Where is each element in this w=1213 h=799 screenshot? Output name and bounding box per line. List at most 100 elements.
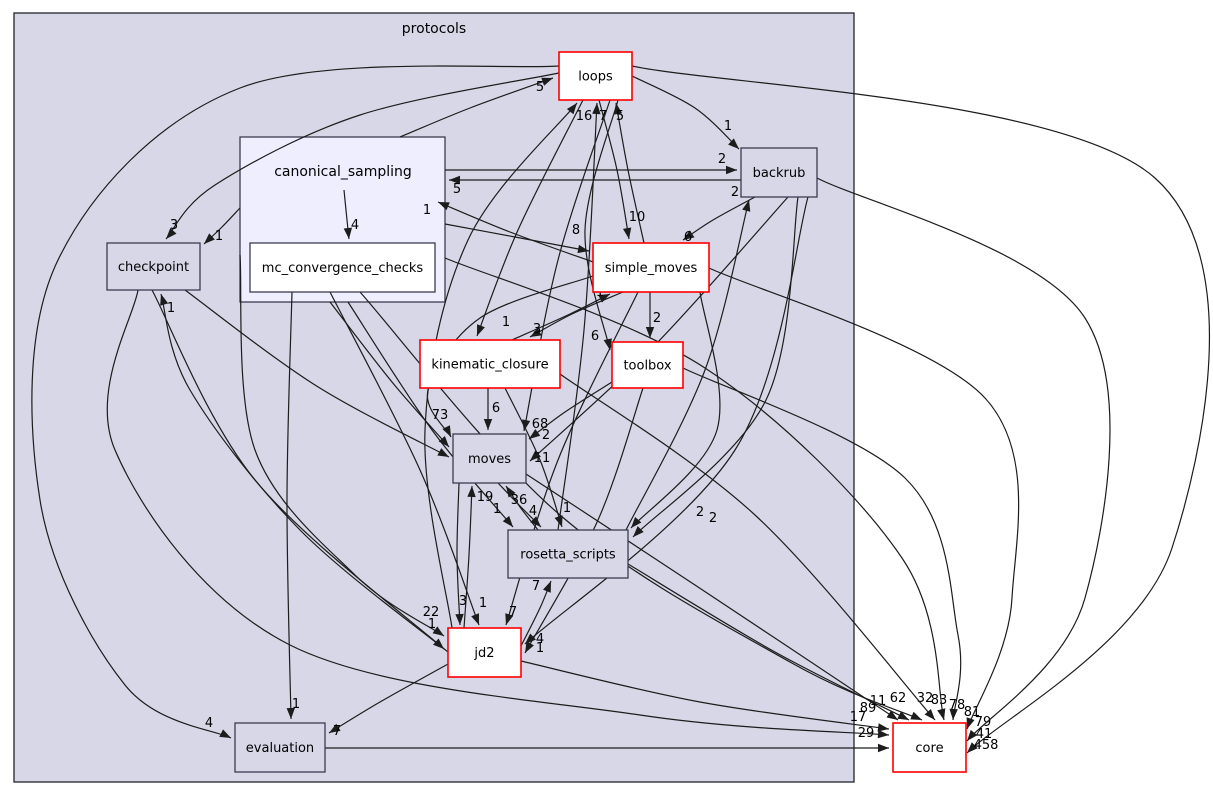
node-box[interactable] (249, 242, 436, 293)
arrowhead (949, 708, 958, 720)
node-simple_moves[interactable]: simple_moves (592, 242, 710, 293)
cluster-label-canonical_sampling: canonical_sampling (274, 164, 412, 180)
arrowhead (505, 613, 514, 625)
edge-line (399, 77, 554, 138)
node-backrub[interactable]: backrub (740, 147, 818, 198)
edge-canonical_sampling-to-backrub: 2 (445, 152, 737, 175)
edge-line (682, 367, 962, 721)
node-label: evaluation (246, 741, 314, 756)
node-moves[interactable]: moves (452, 433, 527, 484)
arrowhead (886, 710, 898, 720)
node-rosetta_scripts[interactable]: rosetta_scripts (507, 529, 629, 579)
node-box[interactable] (740, 147, 818, 198)
edge-canonical_sampling-to-jd2: 22 (239, 254, 445, 637)
arrowhead (554, 515, 563, 527)
edge-line (151, 289, 445, 650)
node-evaluation[interactable]: evaluation (234, 722, 326, 773)
edge-toolbox-to-moves: 2 (528, 381, 613, 443)
edge-line (505, 291, 639, 626)
edge-count-label: 5 (453, 182, 461, 197)
node-label: checkpoint (118, 260, 189, 275)
edge-line (463, 485, 473, 629)
edge-count-label: 2 (718, 152, 726, 167)
edge-line (598, 99, 630, 240)
node-loops[interactable]: loops (558, 51, 633, 101)
node-box[interactable] (892, 722, 967, 773)
edge-simple_moves-to-rosetta_scripts: 2 (630, 291, 721, 529)
node-box[interactable] (592, 242, 710, 293)
edge-line (286, 291, 293, 720)
edge-simple_moves-to-kinematic_closure: 3 (529, 291, 624, 338)
edge-backrub-to-simple_moves: 6 (682, 196, 756, 245)
arrowhead (483, 419, 493, 430)
node-checkpoint[interactable]: checkpoint (106, 242, 201, 291)
edge-rosetta_scripts-to-backrub: 2 (625, 185, 751, 531)
edge-canonical_sampling-to-moves (329, 301, 450, 448)
node-box[interactable] (106, 242, 201, 291)
edge-line (328, 663, 449, 734)
edge-line (347, 301, 514, 528)
node-box[interactable] (447, 627, 522, 678)
edge-jd2-to-rosetta_scripts: 7 (520, 579, 552, 647)
edge-line (239, 254, 445, 637)
arrowhead (966, 717, 975, 729)
edge-line (456, 482, 461, 626)
node-box[interactable] (419, 339, 561, 389)
edge-count-label: 22 (423, 605, 440, 620)
arrowhead (477, 324, 485, 336)
edge-line (631, 65, 1210, 754)
edge-line (106, 289, 890, 736)
cluster-label-protocols: protocols (402, 21, 466, 37)
edge-count-label: 3 (459, 594, 467, 609)
edge-count-label: 79 (975, 715, 992, 730)
arrowhead (633, 526, 644, 537)
node-box[interactable] (452, 433, 527, 484)
edge-simple_moves-to-jd2: 7 (505, 291, 639, 626)
node-mc_convergence_checks[interactable]: mc_convergence_checks (249, 242, 436, 293)
arrowhead (471, 613, 480, 625)
node-label: moves (468, 452, 511, 467)
arrowhead (286, 707, 295, 719)
node-label: simple_moves (605, 261, 698, 276)
node-label: mc_convergence_checks (262, 261, 424, 276)
edge-line (584, 99, 619, 351)
arrowhead (877, 729, 889, 739)
edge-count-label: 1 (563, 501, 571, 516)
edge-jd2-to-evaluation: 7 (328, 663, 449, 739)
node-kinematic_closure[interactable]: kinematic_closure (419, 339, 561, 389)
node-box[interactable] (558, 51, 633, 101)
node-box[interactable] (234, 722, 326, 773)
edge-toolbox-to-jd2: 1 (524, 387, 644, 656)
node-box[interactable] (507, 529, 629, 579)
edge-line (520, 660, 890, 730)
node-label: toolbox (623, 359, 671, 374)
arrowhead (603, 338, 612, 350)
edge-count-label: 458 (974, 738, 999, 753)
edge-count-label: 83 (931, 693, 948, 708)
edge-count-label: 7 (333, 724, 341, 739)
edge-count-label: 1 (292, 697, 300, 712)
edge-loops-to-kinematic_closure: 1 (476, 99, 584, 337)
edge-loops-to-toolbox: 6 (584, 99, 619, 351)
edge-rosetta_scripts-to-core: 62 (627, 563, 910, 721)
arrowhead (897, 711, 909, 720)
arrowhead (467, 486, 476, 498)
edge-count-label: 73 (432, 408, 449, 423)
edge-line (630, 291, 721, 529)
node-toolbox[interactable]: toolbox (611, 341, 684, 389)
edge-count-label: 1 (167, 301, 175, 316)
arrowhead (455, 613, 464, 625)
edge-simple_moves-to-core: 79 (708, 267, 1020, 730)
edge-count-label: 6 (684, 230, 692, 245)
node-jd2[interactable]: jd2 (447, 627, 522, 678)
node-core[interactable]: core (892, 722, 967, 773)
edge-count-label: 1 (479, 596, 487, 611)
edge-line (525, 473, 899, 721)
arrowhead (742, 200, 751, 212)
edge-count-label: 62 (890, 691, 907, 706)
edge-kinematic_closure-to-core: 83 (559, 373, 948, 721)
arrowhead (683, 230, 695, 240)
node-box[interactable] (611, 341, 684, 389)
arrowhead (433, 638, 444, 649)
